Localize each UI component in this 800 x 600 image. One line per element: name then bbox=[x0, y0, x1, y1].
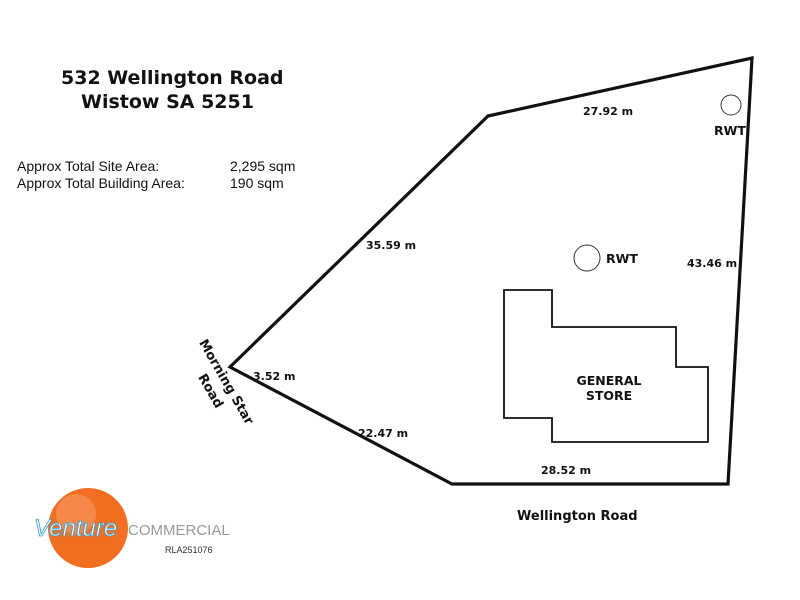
logo-sub: COMMERCIAL bbox=[128, 522, 230, 539]
dimension-top: 27.92 m bbox=[583, 105, 633, 118]
agency-logo: Venture COMMERCIAL RLA251076 bbox=[34, 488, 230, 568]
rwt-label-2: RWT bbox=[606, 251, 638, 266]
rainwater-tank-2 bbox=[573, 244, 601, 272]
dimension-left-short: 3.52 m bbox=[253, 370, 295, 383]
general-store-footprint bbox=[503, 289, 709, 443]
road-label-bottom: Wellington Road bbox=[517, 509, 638, 524]
dimension-right: 43.46 m bbox=[687, 257, 737, 270]
property-boundary bbox=[227, 55, 754, 486]
store-label-line-1: GENERAL bbox=[576, 373, 641, 388]
rla-number: RLA251076 bbox=[165, 545, 213, 555]
building-area-value: 190 sqm bbox=[230, 175, 284, 191]
building-area-label: Approx Total Building Area: bbox=[17, 175, 185, 191]
dimension-bottom: 28.52 m bbox=[541, 464, 591, 477]
address-line-1: 532 Wellington Road bbox=[61, 67, 284, 89]
site-area-label: Approx Total Site Area: bbox=[17, 158, 160, 174]
logo-word: Venture bbox=[34, 515, 117, 542]
store-label-line-2: STORE bbox=[586, 388, 632, 403]
dimension-upper-left: 35.59 m bbox=[366, 239, 416, 252]
dimension-lower-left: 22.47 m bbox=[358, 427, 408, 440]
logo-orange-sphere bbox=[48, 488, 128, 568]
rainwater-tank-1 bbox=[720, 94, 742, 116]
address-line-2: Wistow SA 5251 bbox=[81, 91, 254, 113]
site-area-value: 2,295 sqm bbox=[230, 158, 296, 174]
rwt-label-1: RWT bbox=[714, 123, 746, 138]
